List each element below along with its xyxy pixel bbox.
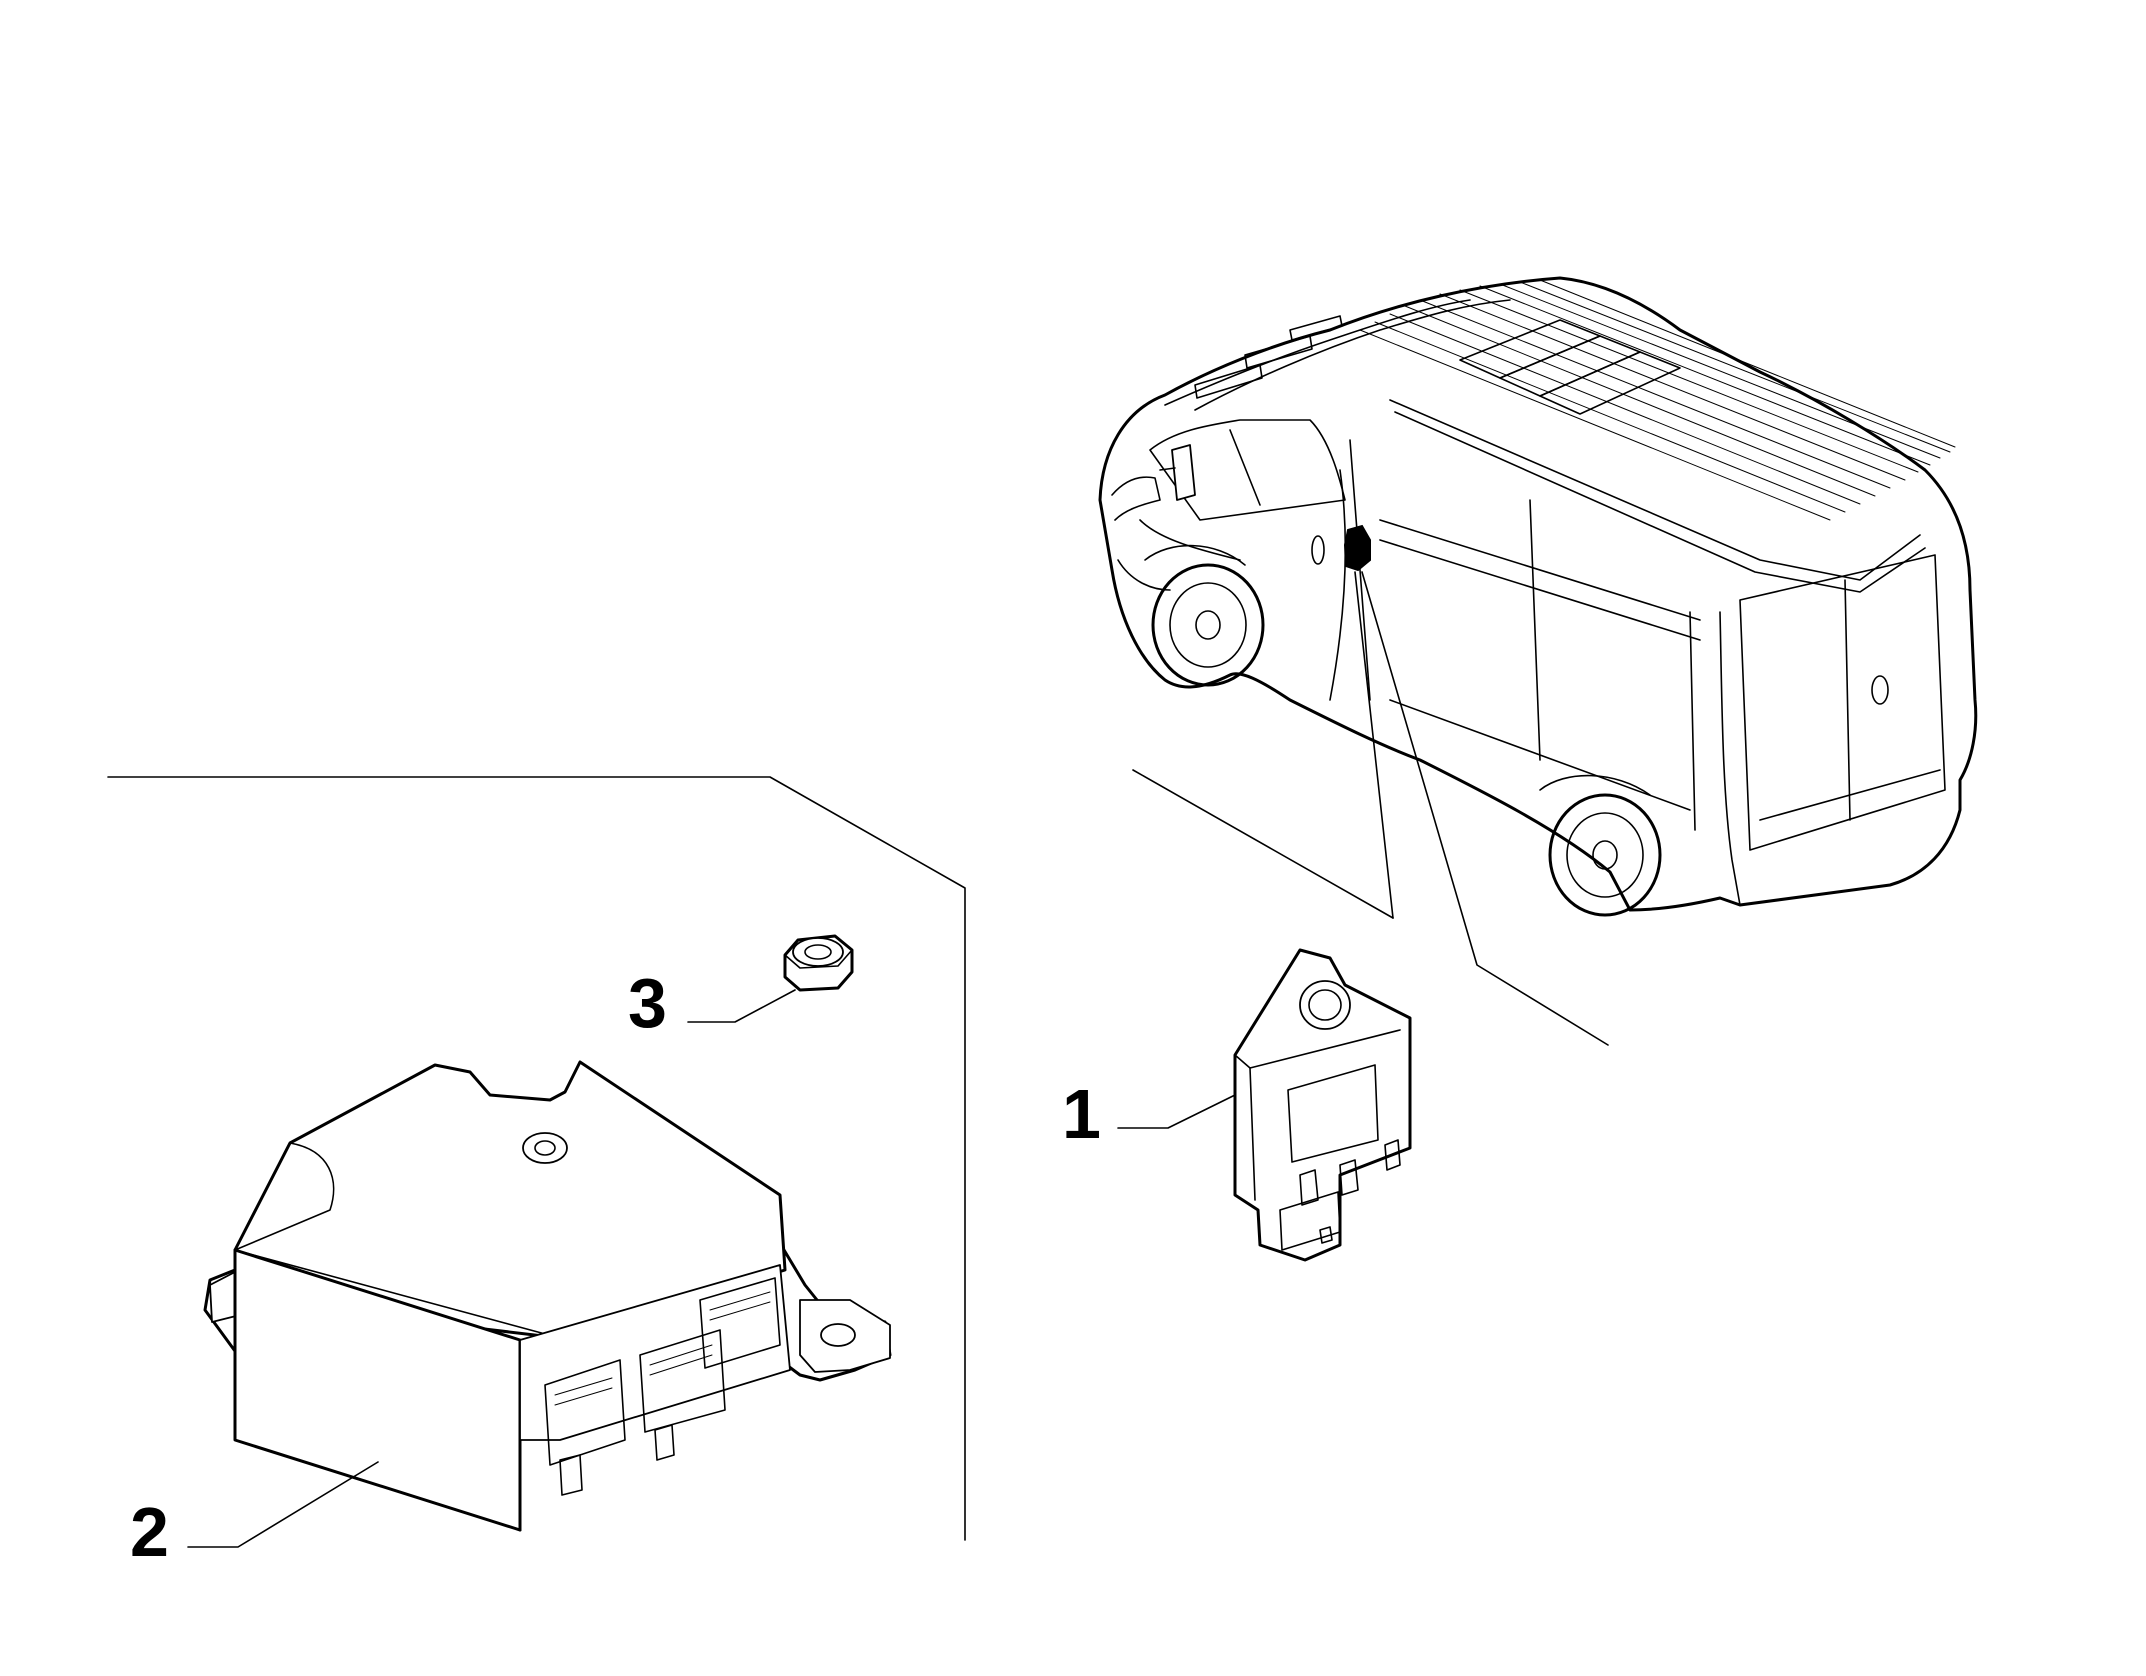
rear-wheel — [1539, 774, 1662, 917]
callout-2: 2 — [130, 1493, 169, 1571]
location-pointer-lines — [1132, 571, 1609, 1046]
van-illustration — [1098, 276, 1978, 917]
leader-line-3 — [687, 989, 796, 1023]
leader-line-1 — [1117, 1094, 1236, 1129]
group-bracket-line — [107, 776, 966, 1541]
nut-part — [783, 934, 854, 992]
roof-ribs — [1359, 279, 1956, 521]
leader-line-2 — [187, 1461, 379, 1548]
callout-1: 1 — [1062, 1075, 1101, 1153]
sensor-part — [1233, 948, 1412, 1262]
control-unit-part — [203, 1060, 892, 1532]
connector-pins — [544, 1277, 781, 1496]
sensor-location-marker — [1343, 524, 1371, 572]
callout-3: 3 — [628, 964, 667, 1042]
front-wheel — [1144, 544, 1265, 687]
